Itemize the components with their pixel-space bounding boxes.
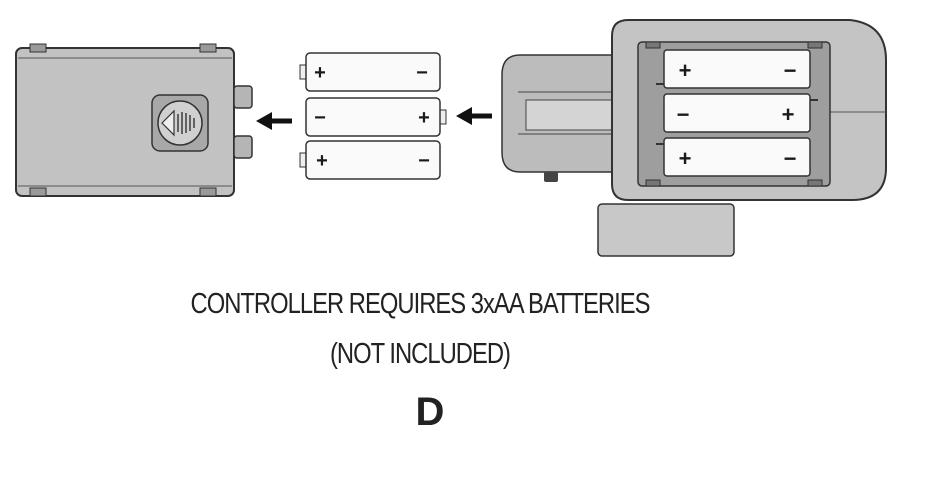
caption-requirement: CONTROLLER REQUIRES 3xAA BATTERIES bbox=[190, 288, 651, 320]
installed-battery-1: + − bbox=[656, 49, 811, 89]
left-arrow-icon bbox=[456, 107, 492, 125]
battery-polarity: − bbox=[416, 62, 428, 84]
battery-cover-latch-icon bbox=[151, 94, 209, 152]
installed-battery-2: − + bbox=[663, 93, 818, 133]
battery-polarity: + bbox=[679, 146, 692, 171]
loose-battery-3: + − bbox=[299, 140, 441, 180]
left-arrow-icon bbox=[256, 112, 292, 130]
caption-note: (NOT INCLUDED) bbox=[329, 338, 511, 370]
battery-polarity: + bbox=[418, 107, 430, 129]
battery-polarity: + bbox=[316, 150, 328, 172]
loose-battery-1: + − bbox=[299, 52, 441, 92]
installed-batteries: + − − + + − bbox=[656, 49, 818, 177]
battery-polarity: − bbox=[677, 102, 690, 127]
battery-polarity: + bbox=[782, 102, 795, 127]
battery-polarity: + bbox=[314, 62, 326, 84]
battery-polarity: − bbox=[314, 107, 326, 129]
battery-polarity: − bbox=[784, 58, 797, 83]
installed-battery-3: + − bbox=[656, 137, 811, 177]
battery-polarity: − bbox=[784, 146, 797, 171]
loose-battery-2: − + bbox=[305, 97, 447, 137]
loose-batteries: + − − + + − bbox=[299, 52, 447, 180]
battery-polarity: + bbox=[679, 58, 692, 83]
figure-letter: D bbox=[415, 390, 445, 434]
battery-cover bbox=[15, 43, 253, 197]
battery-polarity: − bbox=[418, 150, 430, 172]
